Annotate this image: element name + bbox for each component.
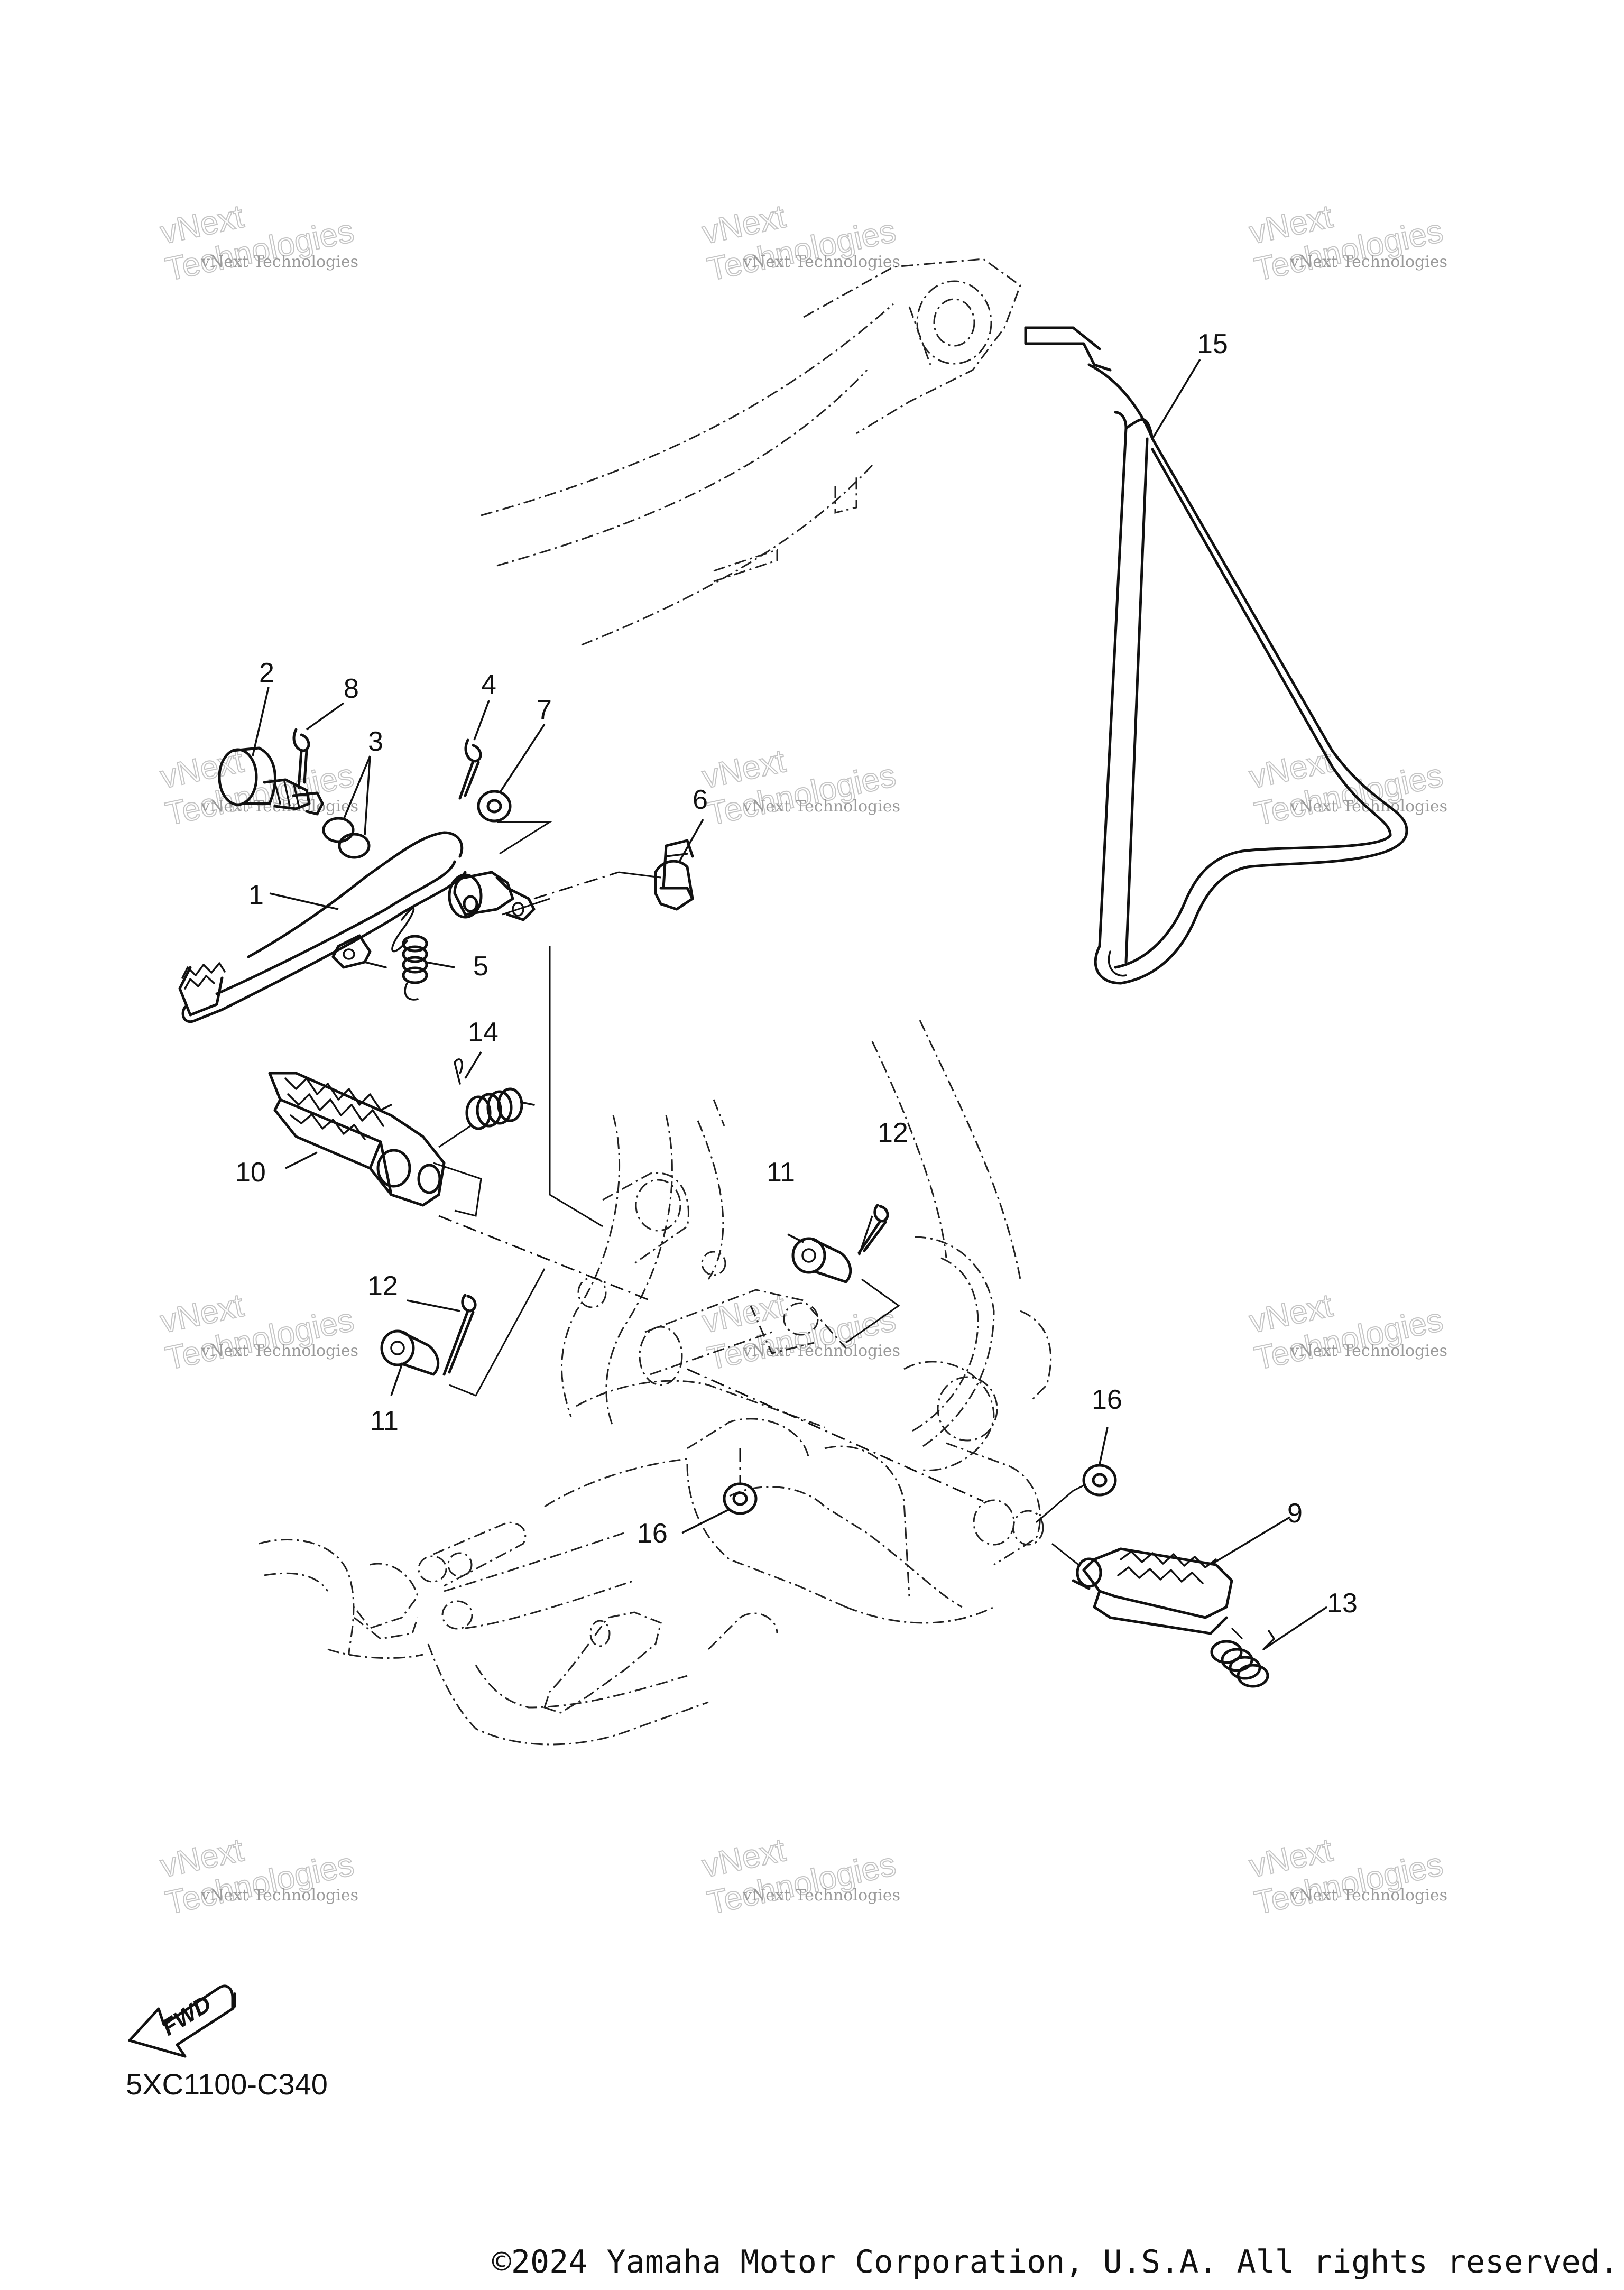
callout-2: 2 [259,658,274,688]
callout-6: 6 [693,784,708,815]
callout-8: 8 [344,673,359,704]
part-12-cotter-pin-left [442,1294,477,1376]
part-13-spring [1210,1630,1275,1688]
callout-7: 7 [537,695,552,725]
part-4-cotter-pin [458,738,482,800]
watermark-text: vNext Technologies [200,253,358,271]
callout-4: 4 [481,669,496,700]
watermark-text: vNext Technologies [200,1886,358,1905]
part-11-pin-left [380,1329,440,1376]
part-12-cotter-pin-right [857,1204,889,1254]
callout-16: 16 [1092,1384,1122,1415]
watermark: vNext Technologies vNext Technologies [698,198,900,289]
watermark: vNext Technologies vNext Technologies [156,1287,358,1378]
part-16-washer-right [1082,1464,1117,1497]
callout-9: 9 [1287,1498,1303,1529]
callout-3: 3 [368,726,383,757]
diagram-code: 5XC1100-C340 [126,2067,328,2101]
callout-16: 16 [637,1518,668,1549]
part-2-pivot-shaft [218,746,324,816]
watermark-text: vNext Technologies [1289,1342,1447,1360]
callout-14: 14 [468,1017,499,1048]
fwd-arrow-icon: FWD [128,1984,236,2058]
watermark-text: vNext Technologies [742,1886,900,1905]
watermark-text: vNext Technologies [200,1342,358,1360]
part-8-cotter-pin [292,728,310,789]
watermark: vNext Technologies vNext Technologies [698,742,900,833]
watermark: vNext Technologies vNext Technologies [698,1287,900,1378]
watermark-text: vNext Technologies [1289,1886,1447,1905]
callout-12: 12 [878,1118,908,1148]
watermark: vNext Technologies vNext Technologies [156,198,358,289]
watermark: vNext Technologies vNext Technologies [156,742,358,833]
copyright-notice: ©2024 Yamaha Motor Corporation, U.S.A. A… [492,2243,1619,2280]
part-7-washer [477,790,512,823]
callout-5: 5 [473,951,488,982]
callout-15: 15 [1197,329,1228,359]
watermark-text: vNext Technologies [742,797,900,816]
watermark-text: vNext Technologies [1289,797,1447,816]
watermark-text: vNext Technologies [742,1342,900,1360]
callout-1: 1 [248,880,264,910]
part-15-side-stand [1024,326,1408,985]
callout-12: 12 [367,1271,398,1301]
part-5-return-spring [391,907,428,1001]
part-3-o-rings [322,817,371,859]
part-1-brake-pedal [178,831,536,1023]
callout-10: 10 [235,1157,266,1188]
watermark: vNext Technologies vNext Technologies [1245,1287,1447,1378]
watermark: vNext Technologies vNext Technologies [1245,1831,1447,1922]
watermark-text: vNext Technologies [1289,253,1447,271]
watermark-text: vNext Technologies [742,253,900,271]
frame-outline [259,258,1052,1746]
watermark-grid: vNext Technologies vNext Technologies vN… [156,198,1447,1922]
part-14-spring [454,1058,535,1130]
assembly-guides [433,821,1243,1640]
watermark: vNext Technologies vNext Technologies [698,1831,900,1922]
part-10-left-footrest [268,1072,446,1207]
watermark: vNext Technologies vNext Technologies [1245,198,1447,289]
callout-leaders [252,359,1327,1650]
callout-labels: 2 8 3 4 7 6 1 5 15 14 10 12 11 12 11 16 … [235,329,1358,1619]
part-11-pin-right [791,1237,852,1283]
callout-11: 11 [370,1406,399,1436]
part-9-right-footrest [1072,1547,1233,1635]
watermark: vNext Technologies vNext Technologies [156,1831,358,1922]
callout-11: 11 [767,1157,795,1188]
callout-13: 13 [1327,1588,1358,1619]
part-6-clevis-pin [654,839,694,911]
